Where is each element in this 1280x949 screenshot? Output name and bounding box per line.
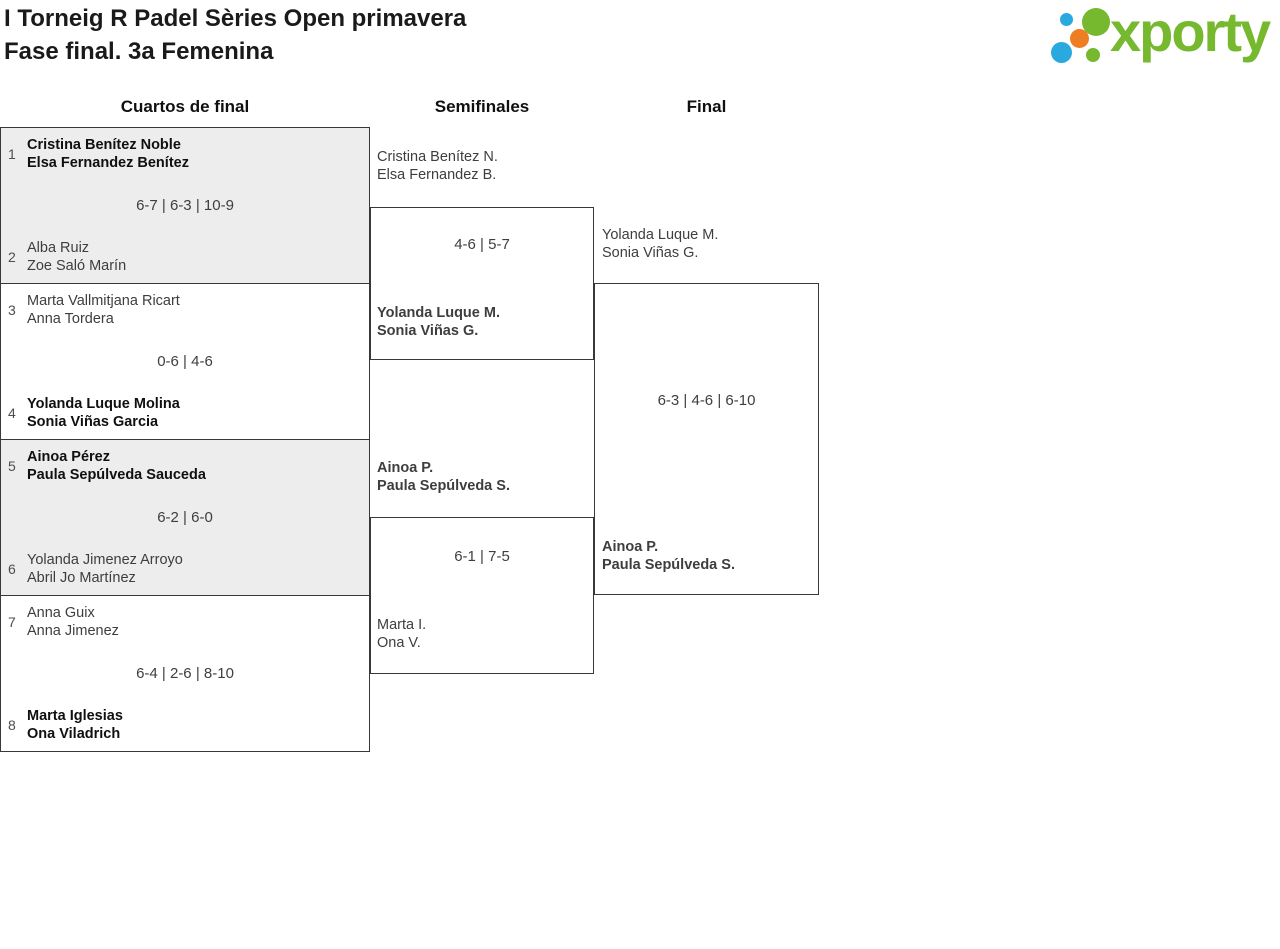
semifinal-1-team-2: Yolanda Luque M. Sonia Viñas G. [377, 304, 500, 340]
player-name: Marta Vallmitjana Ricart [27, 293, 180, 309]
team-row: 2 Alba Ruiz Zoe Saló Marín [1, 239, 369, 275]
page-title: I Torneig R Padel Sèries Open primavera … [4, 2, 466, 68]
round-header-cuartos: Cuartos de final [120, 97, 250, 116]
quarterfinal-match-4: 7 Anna Guix Anna Jimenez 6-4 | 2-6 | 8-1… [1, 596, 369, 751]
player-name: Sonia Viñas G. [377, 323, 479, 339]
team-row: 4 Yolanda Luque Molina Sonia Viñas Garci… [1, 395, 369, 431]
player-name: Anna Tordera [27, 311, 114, 327]
team-names: Yolanda Luque Molina Sonia Viñas Garcia [27, 395, 180, 431]
semifinal-1-team-1: Cristina Benítez N. Elsa Fernandez B. [377, 148, 498, 184]
player-name: Cristina Benítez N. [377, 149, 498, 165]
team-row: 1 Cristina Benítez Noble Elsa Fernandez … [1, 136, 369, 172]
match-score: 0-6 | 4-6 [157, 353, 213, 370]
match-score: 6-7 | 6-3 | 10-9 [136, 197, 234, 214]
seed-number: 2 [8, 249, 16, 265]
player-name: Zoe Saló Marín [27, 258, 127, 274]
final-team-1: Yolanda Luque M. Sonia Viñas G. [602, 226, 718, 262]
player-name: Sonia Viñas Garcia [27, 414, 159, 430]
team-names: Ainoa Pérez Paula Sepúlveda Sauceda [27, 448, 206, 484]
phase-category: Fase final. 3a Femenina [4, 38, 274, 65]
logo-dot-blue-big-icon [1051, 42, 1072, 63]
player-name: Yolanda Luque M. [602, 227, 719, 243]
team-row: 8 Marta Iglesias Ona Viladrich [1, 707, 369, 743]
team-names: Alba Ruiz Zoe Saló Marín [27, 239, 126, 275]
team-names: Yolanda Jimenez Arroyo Abril Jo Martínez [27, 551, 183, 587]
player-name: Sonia Viñas G. [602, 245, 699, 261]
player-name: Elsa Fernandez Benítez [27, 155, 189, 171]
player-name: Alba Ruiz [27, 240, 90, 256]
logo-wordmark: xporty [1110, 0, 1271, 63]
player-name: Anna Jimenez [27, 623, 119, 639]
team-row: 5 Ainoa Pérez Paula Sepúlveda Sauceda [1, 448, 369, 484]
player-name: Ainoa Pérez [27, 449, 110, 465]
seed-number: 3 [8, 302, 16, 318]
quarterfinal-match-2: 3 Marta Vallmitjana Ricart Anna Tordera … [1, 284, 369, 440]
player-name: Anna Guix [27, 605, 95, 621]
player-name: Yolanda Luque M. [377, 305, 500, 321]
semifinal-2-team-2: Marta I. Ona V. [377, 616, 426, 652]
semifinal-1-score: 4-6 | 5-7 [454, 236, 510, 253]
final-team-2: Ainoa P. Paula Sepúlveda S. [602, 538, 735, 574]
player-name: Paula Sepúlveda S. [602, 557, 735, 573]
final-box [594, 283, 819, 595]
player-name: Yolanda Jimenez Arroyo [27, 552, 183, 568]
semifinal-1-box [370, 207, 594, 360]
seed-number: 7 [8, 614, 16, 630]
team-names: Cristina Benítez Noble Elsa Fernandez Be… [27, 136, 189, 172]
player-name: Ona V. [377, 635, 421, 651]
player-name: Marta I. [377, 617, 427, 633]
match-score: 6-2 | 6-0 [157, 509, 213, 526]
player-name: Marta Iglesias [27, 708, 123, 724]
team-row: 7 Anna Guix Anna Jimenez [1, 604, 369, 640]
quarterfinal-match-1: 1 Cristina Benítez Noble Elsa Fernandez … [1, 128, 369, 284]
seed-number: 1 [8, 146, 16, 162]
seed-number: 5 [8, 458, 16, 474]
semifinal-2-box [370, 517, 594, 674]
team-names: Anna Guix Anna Jimenez [27, 604, 119, 640]
player-name: Abril Jo Martínez [27, 570, 136, 586]
player-name: Ona Viladrich [27, 726, 121, 742]
round-header-semifinales: Semifinales [434, 97, 530, 116]
team-row: 6 Yolanda Jimenez Arroyo Abril Jo Martín… [1, 551, 369, 587]
final-score: 6-3 | 4-6 | 6-10 [657, 392, 756, 409]
round-header-final: Final [686, 97, 727, 116]
logo-dot-blue-small-icon [1060, 13, 1073, 26]
player-name: Paula Sepúlveda Sauceda [27, 467, 206, 483]
player-name: Ainoa P. [602, 539, 659, 555]
player-name: Cristina Benítez Noble [27, 137, 181, 153]
seed-number: 6 [8, 561, 16, 577]
logo-dot-orange-icon [1070, 29, 1089, 48]
player-name: Elsa Fernandez B. [377, 167, 497, 183]
player-name: Yolanda Luque Molina [27, 396, 180, 412]
semifinal-2-score: 6-1 | 7-5 [454, 548, 510, 565]
team-names: Marta Iglesias Ona Viladrich [27, 707, 123, 743]
seed-number: 8 [8, 717, 16, 733]
tournament-name: I Torneig R Padel Sèries Open primavera [4, 5, 467, 32]
seed-number: 4 [8, 405, 16, 421]
player-name: Ainoa P. [377, 460, 434, 476]
team-row: 3 Marta Vallmitjana Ricart Anna Tordera [1, 292, 369, 328]
player-name: Paula Sepúlveda S. [377, 478, 510, 494]
quarterfinal-match-3: 5 Ainoa Pérez Paula Sepúlveda Sauceda 6-… [1, 440, 369, 596]
semifinal-2-team-1: Ainoa P. Paula Sepúlveda S. [377, 459, 510, 495]
team-names: Marta Vallmitjana Ricart Anna Tordera [27, 292, 180, 328]
quarterfinals-column: 1 Cristina Benítez Noble Elsa Fernandez … [0, 127, 370, 752]
match-score: 6-4 | 2-6 | 8-10 [136, 665, 234, 682]
logo-dot-green-small-icon [1086, 48, 1100, 62]
